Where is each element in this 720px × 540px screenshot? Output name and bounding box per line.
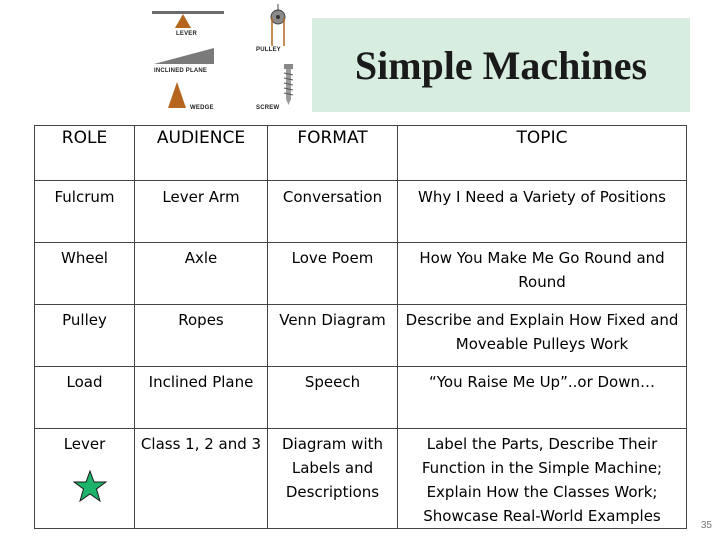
audience-cell: Axle xyxy=(134,242,268,305)
slide-title: Simple Machines xyxy=(354,43,648,88)
topic-cell: “You Raise Me Up”..or Down… xyxy=(397,366,687,429)
topic-cell: Label the Parts, Describe Their Function… xyxy=(397,428,687,529)
format-cell: Venn Diagram xyxy=(267,304,398,367)
audience-cell: Inclined Plane xyxy=(134,366,268,429)
role-cell: Pulley xyxy=(34,304,135,367)
simple-machines-clipart: LEVER PULLEY INCLINED PLANE SCREW WEDGE xyxy=(148,2,308,114)
role-cell: Load xyxy=(34,366,135,429)
audience-cell: Ropes xyxy=(134,304,268,367)
header-format: FORMAT xyxy=(267,125,398,181)
wedge-label: WEDGE xyxy=(190,105,214,111)
page-number: 35 xyxy=(700,520,712,531)
pulley-label: PULLEY xyxy=(256,47,281,53)
topic-cell: Why I Need a Variety of Positions xyxy=(397,180,687,243)
format-cell: Love Poem xyxy=(267,242,398,305)
star-icon xyxy=(73,470,107,502)
screw-label: SCREW xyxy=(256,105,280,111)
inclined-plane-label: INCLINED PLANE xyxy=(154,68,208,74)
role-cell: Lever xyxy=(34,428,135,529)
format-cell: Diagram with Labels and Descriptions xyxy=(267,428,398,529)
lever-icon xyxy=(152,11,224,14)
inclined-plane-icon xyxy=(154,48,214,64)
role-cell: Fulcrum xyxy=(34,180,135,243)
table-row: Fulcrum Lever Arm Conversation Why I Nee… xyxy=(34,180,687,243)
wedge-icon xyxy=(168,82,186,108)
header-audience: AUDIENCE xyxy=(134,125,268,181)
audience-cell: Class 1, 2 and 3 xyxy=(134,428,268,529)
table-header-row: ROLE AUDIENCE FORMAT TOPIC xyxy=(34,125,687,181)
format-cell: Speech xyxy=(267,366,398,429)
table-row: Load Inclined Plane Speech “You Raise Me… xyxy=(34,366,687,429)
table-row: Pulley Ropes Venn Diagram Describe and E… xyxy=(34,304,687,367)
role-label: Lever xyxy=(63,435,106,453)
header-topic: TOPIC xyxy=(397,125,687,181)
audience-cell: Lever Arm xyxy=(134,180,268,243)
title-box: Simple Machines xyxy=(312,18,690,112)
table-row: Wheel Axle Love Poem How You Make Me Go … xyxy=(34,242,687,305)
format-cell: Conversation xyxy=(267,180,398,243)
topic-cell: How You Make Me Go Round and Round xyxy=(397,242,687,305)
table-row: Lever Class 1, 2 and 3 Diagram with Labe… xyxy=(34,428,687,529)
topic-cell: Describe and Explain How Fixed and Movea… xyxy=(397,304,687,367)
lever-label: LEVER xyxy=(176,31,198,37)
raft-table: ROLE AUDIENCE FORMAT TOPIC Fulcrum Lever… xyxy=(34,125,687,529)
role-cell: Wheel xyxy=(34,242,135,305)
screw-icon xyxy=(283,69,294,105)
header-role: ROLE xyxy=(34,125,135,181)
simple-machines-illustration xyxy=(152,4,294,108)
